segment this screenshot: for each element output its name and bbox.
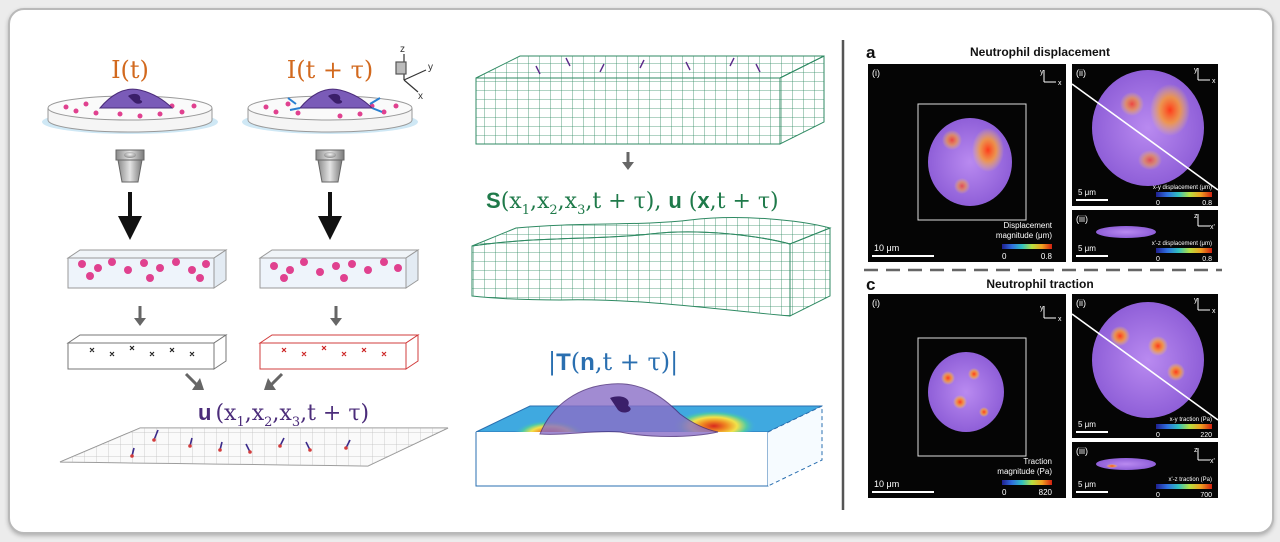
panel-c-i-cbar-min: 0 [1002,488,1007,497]
panel-a-i-axis-y: y [1040,69,1044,76]
axis-y-label: y [428,62,433,73]
panel-a-ii-scale: 5 μm [1078,188,1096,197]
panel-c-ii-label: (ii) [1076,298,1086,308]
panel-c-iii-cbar-min: 0 [1156,492,1160,499]
mesh-block-deformed [471,217,832,317]
traction-slab [475,383,823,487]
panel-a-i-cbar-max: 0.8 [1041,252,1053,261]
panel-c-ii-cbar-min: 0 [1156,432,1160,439]
axis-x-label: x [418,91,423,102]
panel-a-iii-cbar-min: 0 [1156,256,1160,263]
panel-a-i-cbar-min: 0 [1002,252,1007,261]
panel-a-iii-axis-xp: x' [1210,224,1215,231]
panel-a-i [868,64,1066,262]
panel-a-iii-axis-z: z [1194,213,1198,220]
bead-volume-left [66,249,228,289]
panel-a-i-label: (i) [872,68,880,78]
panel-a-iii-cbar-max: 0.8 [1202,256,1212,263]
middle-arrow [622,152,634,170]
right-column: a Neutrophil displacement (i) 10 μm Disp… [864,43,1222,499]
panel-a-iii-scale: 5 μm [1078,244,1096,253]
panel-c-i [868,294,1066,498]
panel-c-ii-axis-x: x [1212,308,1216,315]
petri-dish-t-tau [242,88,418,134]
panel-a-i-cbar-title2: magnitude (μm) [996,231,1053,240]
panel-a-iii [1072,210,1218,262]
middle-column: S(x1,x2,x3,t + τ), u (x,t + τ) |T(n,t + … [471,55,832,487]
mesh-block-undeformed [475,55,825,145]
panel-a-ii-cbar-min: 0 [1156,200,1160,207]
panel-a-iii-cbar-title: x'-z displacement (μm) [1152,241,1212,247]
panel-c-i-cbar-max: 820 [1039,488,1053,497]
microscope-objective-left [115,149,145,240]
panel-a-ii-cbar-max: 0.8 [1202,200,1212,207]
panel-c-i-cbar-title2: magnitude (Pa) [997,467,1052,476]
panel-c-iii-axis-xp: x' [1210,458,1215,465]
marker-volume-left [66,334,228,370]
panel-c-iii-cbar-max: 700 [1200,492,1212,499]
panel-a-i-cbar-title1: Displacement [1004,221,1053,230]
u-label: u(x1,x2,x3,t + τ) [198,400,369,430]
panel-a-ii-axis-x: x [1212,78,1216,85]
microscope-objective-right [315,149,345,240]
label-image-t: I(t) [111,56,149,84]
panel-c-i-cbar-title1: Traction [1023,457,1052,466]
panel-c-title: Neutrophil traction [986,277,1093,291]
left-column: I(t) I(t + τ) z y x [42,44,449,467]
axis-z-label: z [400,44,405,55]
panel-c-iii [1072,442,1218,498]
panel-a-ii [1071,64,1219,206]
marker-volume-right [258,334,420,370]
panel-c-iii-label: (iii) [1076,446,1088,456]
panel-c-ii-cbar-max: 220 [1200,432,1212,439]
panel-a-ii-axis-y: y [1194,67,1198,74]
panel-a-ii-label: (ii) [1076,68,1086,78]
panel-c-ii-scale: 5 μm [1078,420,1096,429]
panel-c-i-axis-y: y [1040,305,1044,312]
panel-c-iii-cbar-title: x'-z traction (Pa) [1169,477,1213,483]
panel-a-ii-cbar-title: x-y displacement (μm) [1153,185,1212,191]
converging-arrows [184,372,284,390]
bead-volume-right [258,249,420,289]
panel-c-ii-cbar-title: x-y traction (Pa) [1170,417,1212,423]
panel-a-i-axis-x: x [1058,80,1062,87]
panel-c-letter: c [866,275,875,294]
panel-a-iii-label: (iii) [1076,214,1088,224]
panel-c-iii-scale: 5 μm [1078,480,1096,489]
small-arrows-left [134,306,342,326]
panel-a-i-scale: 10 μm [874,243,899,253]
t-label: |T(n,t + τ)| [548,348,678,377]
panel-c-ii-axis-y: y [1194,297,1198,304]
panel-c-i-scale: 10 μm [874,479,899,489]
panel-a-letter: a [866,43,876,62]
panel-c-i-axis-x: x [1058,316,1062,323]
panel-a-title: Neutrophil displacement [970,45,1110,59]
displacement-grid [59,427,449,467]
panel-c-iii-axis-z: z [1194,447,1198,454]
petri-dish-t [42,88,218,134]
panel-c-ii [1071,294,1219,438]
panel-c-i-label: (i) [872,298,880,308]
label-image-t-tau: I(t + τ) [287,56,374,84]
s-u-label: S(x1,x2,x3,t + τ), u (x,t + τ) [486,188,779,218]
axes-glyph [395,54,427,93]
